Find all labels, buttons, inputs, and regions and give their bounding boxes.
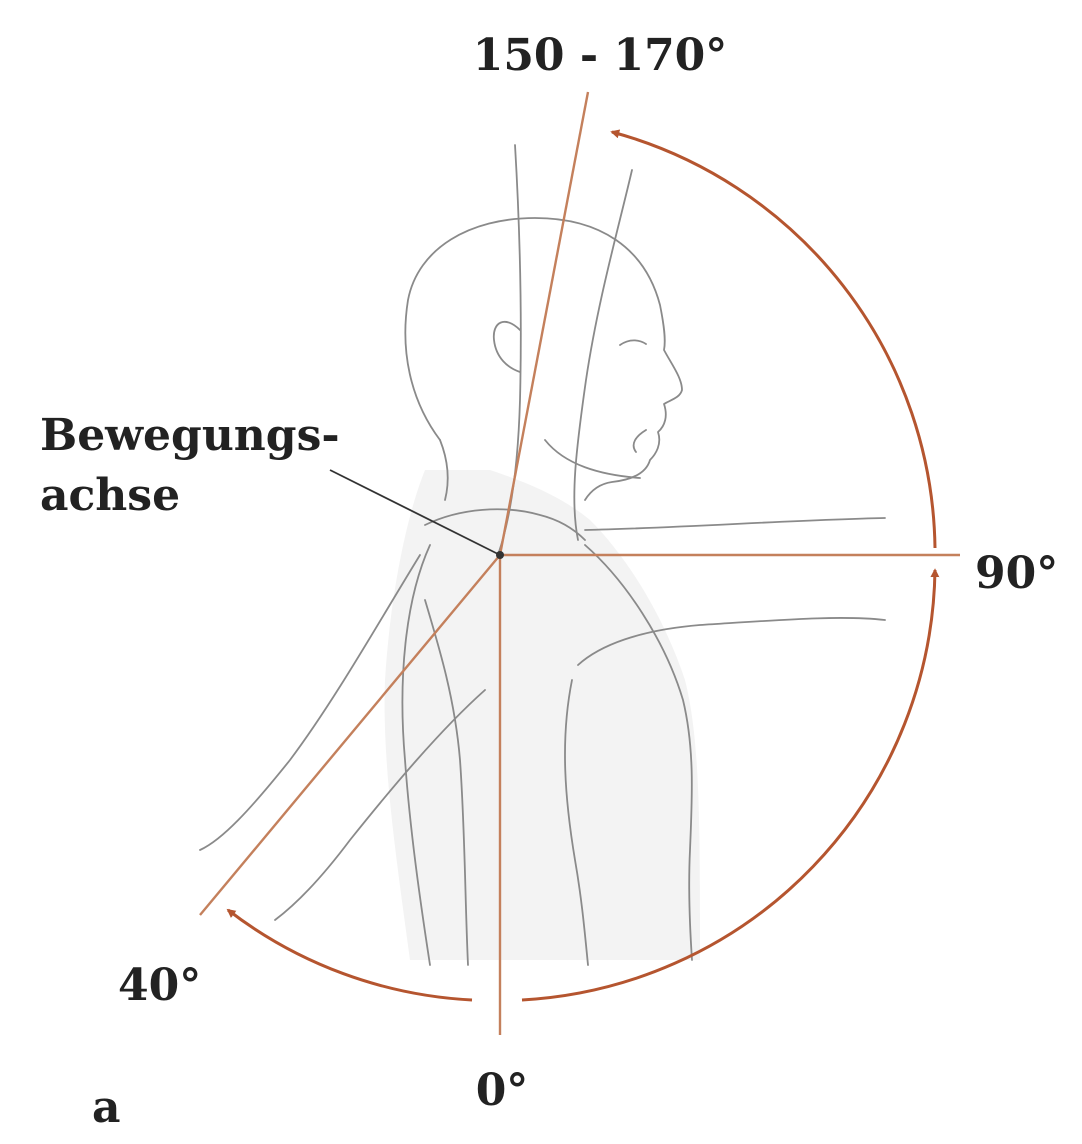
figure-ear [494,322,520,372]
figure-eye [620,340,646,345]
panel-letter: a [92,1082,121,1133]
arc-90-to-170 [612,132,935,548]
label-bewegungsachse-line1: Bewegungs- [40,410,340,461]
label-90: 90° [975,548,1058,599]
label-bewegungsachse-line2: achse [40,470,180,521]
label-150-170: 150 - 170° [473,30,728,81]
figure-arm-horizontal-top [585,518,885,530]
figure-head-outline [405,218,682,500]
label-0: 0° [476,1065,529,1116]
figure-nose-mouth [634,430,646,452]
bewegungsachse-pivot [496,551,504,559]
label-40: 40° [118,960,201,1011]
figure-chin-neck [545,440,640,478]
figure-torso-fill [385,470,700,960]
